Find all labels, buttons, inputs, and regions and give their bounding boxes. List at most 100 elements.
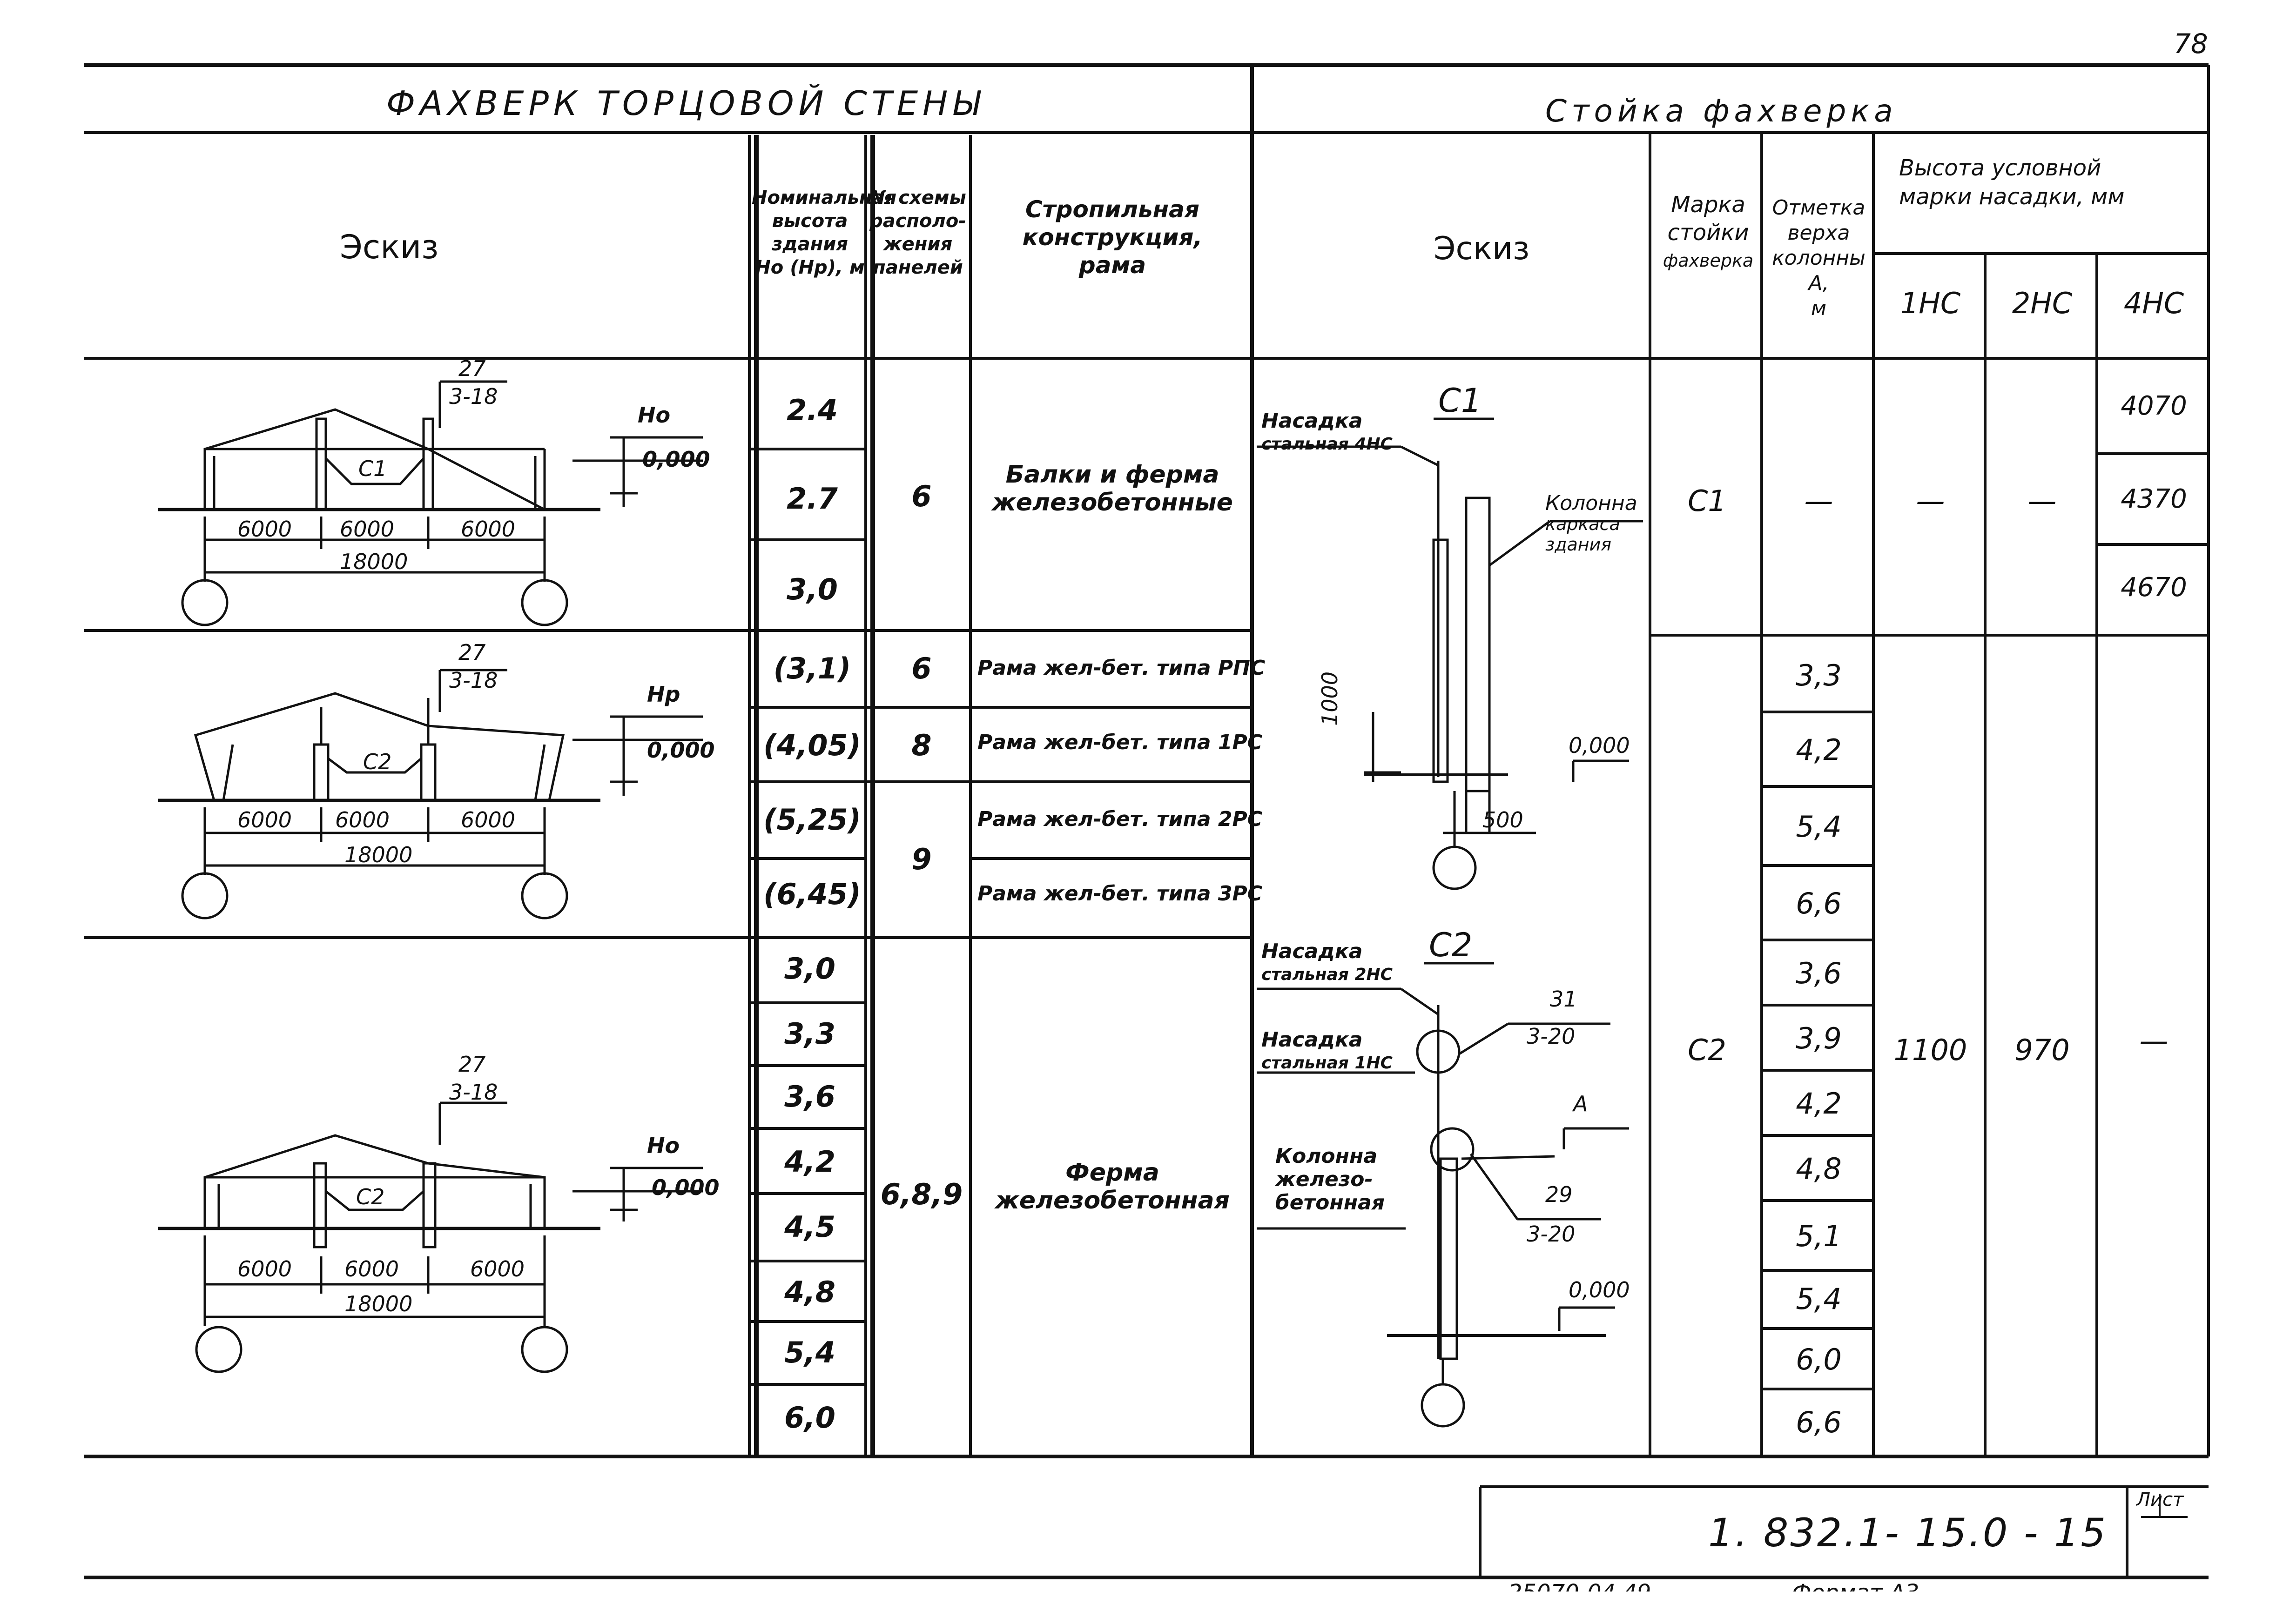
height-header-line-3: здания (772, 234, 848, 255)
scheme-cell: 6 (911, 651, 932, 685)
sheet-label: Лист (2136, 1489, 2184, 1510)
c1-dim-horizontal: 500 (1482, 807, 1523, 832)
c2-elevation: 3,9 (1796, 1021, 1842, 1055)
c2-elevation: 5,4 (1796, 1282, 1842, 1316)
nozzle-col-4hc: 4НС (2123, 286, 2184, 320)
height-cell: (6,45) (763, 877, 861, 911)
height-cell: 6,0 (784, 1401, 835, 1435)
span-dim: 6000 (335, 807, 390, 832)
c2-nozzle-1hc-label-line-1: Насадка (1261, 1028, 1363, 1052)
sketch-c2 (1257, 962, 1629, 1428)
rafter-header: Стропильная конструкция, рама (973, 195, 1252, 279)
c2-elevation: 6,6 (1796, 1405, 1842, 1439)
c2-nozzle-1hc-label-line-2: стальная 1НС (1261, 1054, 1393, 1073)
c2-elevation: 6,0 (1796, 1342, 1842, 1376)
c2-column-label: Колонна железо- бетонная (1275, 1145, 1385, 1215)
elevation-header-line-4: А, (1808, 271, 1829, 295)
sketch-c1 (1257, 417, 1643, 890)
elevation-header: Отметка верха колонны А, м (1764, 195, 1873, 321)
node-sheet: 3-18 (449, 668, 498, 693)
level-mark: Но (647, 1133, 680, 1158)
c1-dim-vertical: 1000 (1317, 671, 1342, 726)
scheme-header-line-4: панелей (873, 257, 963, 278)
rafter-cell: Рама жел-бет. типа 3РС (977, 882, 1263, 906)
scheme-cell: 6 (911, 479, 932, 513)
mark-header-line-3: фахверка (1663, 250, 1754, 271)
level-mark: Но (638, 403, 671, 428)
c2-elevation: 3,6 (1796, 956, 1842, 990)
c1-4hc: 4370 (2121, 484, 2187, 514)
total-dim: 18000 (340, 549, 408, 574)
c2-column-label-line-2: железо- (1275, 1168, 1373, 1191)
height-cell: 5,4 (784, 1335, 835, 1369)
c2-elevation: 5,4 (1796, 810, 1842, 844)
scheme-cell: 8 (911, 728, 932, 762)
c1-column-label-line-2: каркаса (1545, 514, 1620, 534)
height-cell: 3,0 (784, 952, 835, 986)
c1-2hc: — (2027, 484, 2057, 518)
c2-a-mark: А (1573, 1091, 1588, 1116)
rafter-cell-line-2: железобетонные (992, 489, 1233, 517)
node-number: 27 (458, 1052, 486, 1077)
height-cell: 2.4 (787, 393, 838, 427)
scheme-cell: 6,8,9 (880, 1177, 963, 1211)
rafter-header-line-2: конструкция, (1022, 224, 1203, 251)
rafter-cell: Ферма железобетонная (973, 1159, 1252, 1215)
span-dim: 6000 (237, 517, 292, 542)
height-header-line-2: высота (772, 210, 848, 232)
c1-column-label-line-3: здания (1545, 534, 1612, 555)
c2-4hc: — (2139, 1024, 2169, 1058)
c1-nozzle-label-line-1: Насадка (1261, 409, 1363, 433)
height-header: Номинальная высота здания Но (Нр), м (752, 186, 897, 279)
scheme-header: № схемы располо- жения панелей (867, 186, 969, 279)
sketch-c2-title: С2 (1429, 926, 1473, 964)
c2-node-sheet: 3-20 (1527, 1024, 1576, 1049)
c1-1hc: — (1916, 484, 1945, 518)
span-dim: 6000 (237, 807, 292, 832)
span-dim: 6000 (237, 1256, 292, 1282)
rafter-cell: Балки и ферма железобетонные (973, 461, 1252, 517)
rafter-header-line-1: Стропильная (1025, 196, 1200, 223)
scheme-header-line-3: жения (883, 234, 953, 255)
c2-elevation: 4,2 (1796, 1087, 1842, 1121)
rafter-cell: Рама жел-бет. типа 1РС (977, 731, 1263, 754)
height-header-line-4: Но (Нр), м (755, 257, 865, 278)
nozzle-col-2hc: 2НС (2012, 286, 2073, 320)
height-cell: 3,6 (784, 1080, 835, 1114)
c2-node-sheet: 3-20 (1527, 1221, 1576, 1247)
scheme-header-line-2: располо- (869, 210, 966, 232)
node-sheet: 3-18 (449, 1080, 498, 1105)
c2-nozzle-2hc-label-line-2: стальная 2НС (1261, 965, 1393, 984)
height-cell: (3,1) (773, 651, 851, 685)
c1-column-label-line-1: Колонна (1545, 491, 1637, 515)
nozzle-header: Высота условной марки насадки, мм (1899, 154, 2124, 211)
c1-mark: С1 (1688, 484, 1726, 518)
c2-elevation: 4,2 (1796, 733, 1842, 767)
c1-zero-mark: 0,000 (1569, 733, 1630, 758)
c2-column-label-line-1: Колонна (1275, 1144, 1378, 1168)
elevation-header-line-5: м (1811, 296, 1827, 320)
mark-header: Марка стойки фахверка (1652, 191, 1764, 275)
c2-zero-mark: 0,000 (1569, 1277, 1630, 1302)
nozzle-header-line-1: Высота условной (1899, 155, 2101, 181)
rafter-cell: Рама жел-бет. типа 2РС (977, 807, 1263, 831)
rafter-cell-line-1: Балки и ферма (1005, 461, 1219, 489)
page-corner-marks (2141, 1494, 2188, 1518)
height-header-line-1: Номинальная (752, 187, 897, 208)
c2-1hc: 1100 (1893, 1033, 1967, 1067)
table-grid (84, 63, 2210, 1579)
height-cell: 2.7 (787, 482, 838, 516)
zero-mark: 0,000 (647, 738, 715, 763)
c1-nozzle-label: Насадка стальная 4НС (1261, 409, 1393, 456)
rafter-header-line-3: рама (1078, 252, 1146, 279)
mark-header-line-2: стойки (1667, 220, 1749, 246)
c2-node-number: 31 (1550, 986, 1577, 1012)
node-number: 27 (458, 640, 486, 665)
c2-node-number: 29 (1545, 1182, 1573, 1207)
span-dim: 6000 (461, 807, 516, 832)
sketch-c1-title: С1 (1438, 382, 1482, 420)
nozzle-header-line-2: марки насадки, мм (1899, 184, 2125, 210)
column-mark: C2 (356, 1184, 385, 1209)
c2-mark: С2 (1688, 1033, 1726, 1067)
